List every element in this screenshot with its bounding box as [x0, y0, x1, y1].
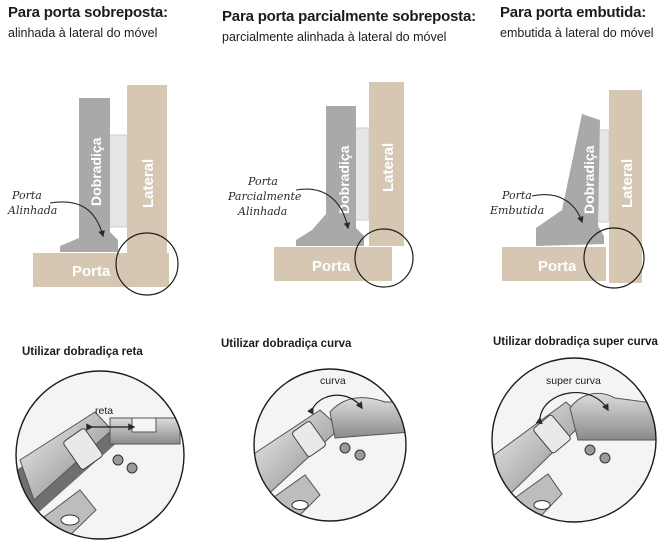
lateral-label: Lateral [140, 159, 157, 208]
callout-reta: reta [95, 405, 113, 417]
detail-circle [115, 232, 179, 296]
note-line-1: Porta [501, 189, 532, 202]
note-line-1: Porta [11, 189, 42, 202]
lateral-label: Lateral [619, 159, 636, 208]
door-label: Porta [312, 258, 351, 275]
panel-3-title: Para porta embutida: [500, 4, 647, 21]
note-line-2: Embutida [489, 204, 544, 217]
hinge-photo-curved: curva [253, 368, 407, 522]
note-line-1: Porta [247, 175, 278, 188]
callout-super-curva: super curva [546, 375, 601, 387]
panel-3-subtitle: embutida à lateral do móvel [500, 26, 654, 40]
lateral-label: Lateral [380, 143, 397, 192]
panel-1-title: Para porta sobreposta: [8, 4, 168, 21]
diagram-overlay-door: Lateral Dobradiça Porta Porta Alinhada [7, 85, 179, 296]
hinge-3-label: Utilizar dobradiça super curva [493, 336, 658, 348]
note-line-2: Alinhada [7, 204, 57, 217]
lateral-panel [127, 85, 167, 253]
hinge-photo-super-curved: super curva [491, 357, 657, 523]
panel-2-title: Para porta parcialmente sobreposta: [222, 8, 476, 25]
hinge-body [60, 98, 118, 252]
hinge-body [536, 114, 604, 246]
door-label: Porta [538, 258, 577, 275]
mounting-plate [353, 127, 370, 221]
diagram-inset-door: Lateral Dobradiça Porta Porta Embutida [489, 90, 645, 289]
panel-1-subtitle: alinhada à lateral do móvel [8, 26, 158, 40]
hinge-2-label: Utilizar dobradiça curva [221, 338, 352, 350]
hinge-body [296, 106, 364, 246]
super-curva-arrow [535, 392, 609, 425]
door-panel [274, 247, 392, 281]
lateral-panel [609, 90, 642, 283]
note-arrow [531, 194, 584, 224]
door-label: Porta [72, 263, 111, 280]
mounting-plate [107, 134, 128, 228]
callout-curva: curva [320, 375, 346, 387]
note-arrow [295, 188, 351, 230]
hinge-label: Dobradiça [336, 145, 352, 214]
hinge-1-label: Utilizar dobradiça reta [22, 346, 143, 358]
door-panel [33, 253, 169, 287]
detail-circle [583, 227, 645, 289]
panel-2-subtitle: parcialmente alinhada à lateral do móvel [222, 30, 447, 44]
note-line-2: Parcialmente [227, 190, 302, 203]
lateral-panel [369, 82, 404, 246]
hinge-photo-straight: reta [15, 370, 185, 540]
hinge-label: Dobradiça [581, 145, 597, 214]
note-line-3: Alinhada [237, 205, 287, 218]
curva-arrow [307, 394, 363, 415]
door-panel [502, 247, 606, 281]
hinge-label: Dobradiça [88, 137, 104, 206]
diagram-partial-overlay-door: Lateral Dobradiça Porta Porta Parcialmen… [227, 82, 414, 288]
detail-circle [354, 228, 414, 288]
note-arrow [49, 201, 105, 238]
